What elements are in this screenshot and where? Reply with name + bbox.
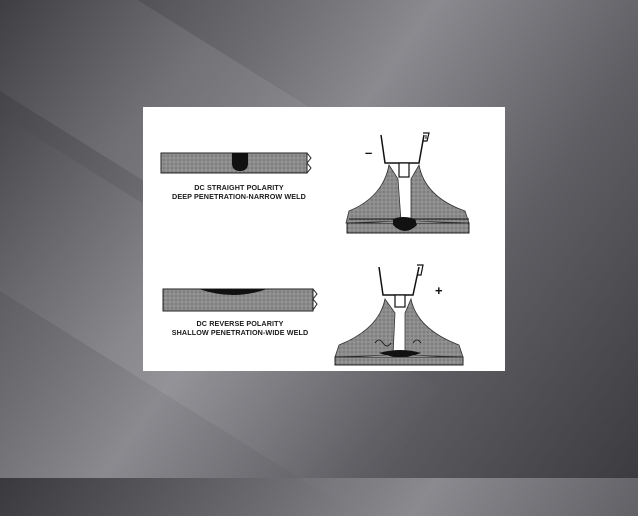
shielding-gas-right	[410, 163, 470, 224]
welding-polarity-diagram	[160, 132, 470, 366]
deep-narrow-weld-bead	[232, 153, 248, 171]
caption-line: DEEP PENETRATION-NARROW WELD	[172, 192, 306, 201]
straight-polarity-caption: DC STRAIGHT POLARITY DEEP PENETRATION-NA…	[149, 183, 329, 201]
straight-polarity-plate	[160, 152, 312, 174]
electrode-tip	[394, 294, 406, 308]
straight-polarity-arc-diagram	[345, 132, 470, 234]
reverse-polarity-arc-diagram	[334, 264, 464, 366]
electrode-holder	[380, 134, 425, 164]
shielding-gas-right	[404, 297, 464, 358]
positive-polarity-sign: +	[435, 283, 443, 298]
reverse-polarity-plate	[162, 288, 318, 312]
shielding-gas-left	[334, 298, 396, 358]
caption-line: DC STRAIGHT POLARITY	[194, 183, 284, 192]
shielding-gas-left	[345, 163, 402, 224]
diagram-panel: DC STRAIGHT POLARITY DEEP PENETRATION-NA…	[143, 107, 505, 371]
negative-polarity-sign: –	[365, 145, 373, 160]
electrode-tip	[398, 162, 410, 178]
caption-line: DC REVERSE POLARITY	[196, 319, 284, 328]
caption-line: SHALLOW PENETRATION-WIDE WELD	[171, 328, 309, 337]
shallow-wide-weld-bead	[199, 289, 267, 295]
workpiece	[334, 356, 464, 366]
electrode-holder	[378, 266, 420, 296]
arc-weld-pool	[393, 217, 417, 231]
arc-weld-pool	[379, 350, 421, 357]
reverse-polarity-caption: DC REVERSE POLARITY SHALLOW PENETRATION-…	[145, 319, 335, 337]
